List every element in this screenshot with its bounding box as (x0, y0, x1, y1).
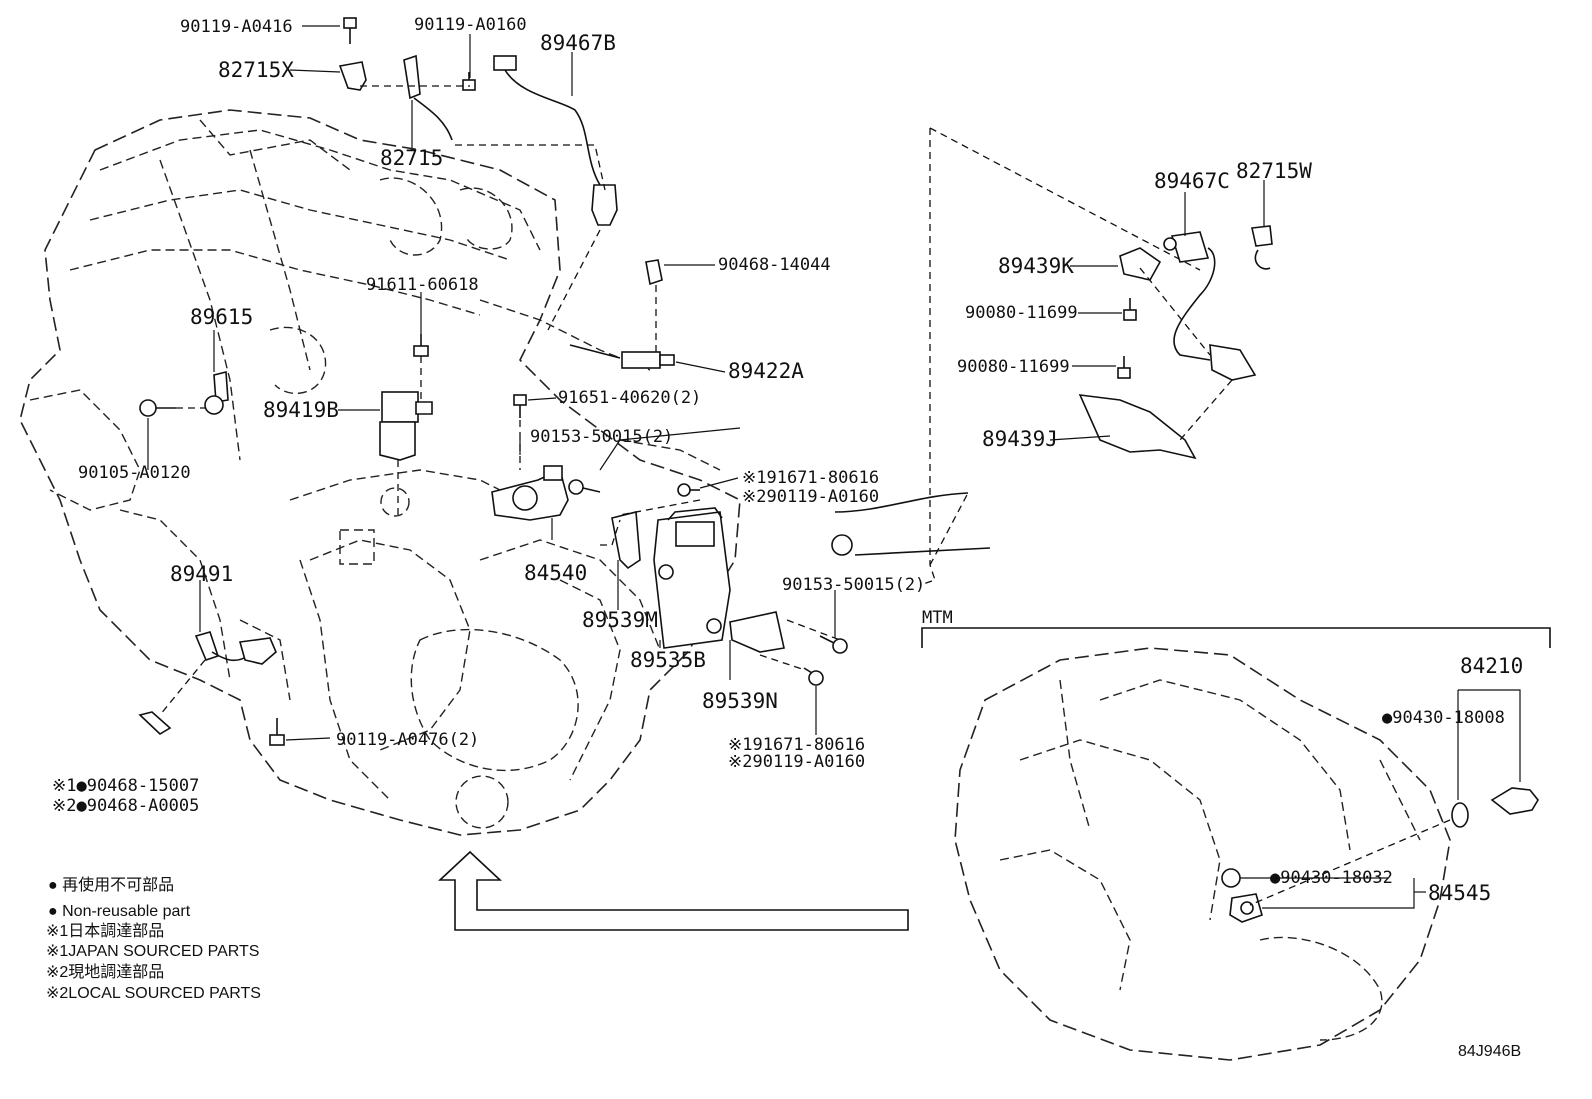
bolt-icon (513, 394, 527, 418)
speed-sensor-icon (194, 631, 277, 665)
bracket-icon (611, 510, 641, 570)
label-89439K: 89439K (998, 254, 1074, 278)
label-90119-A0160: ※290119-A0160 (742, 487, 879, 507)
label-90468-14044: 90468-14044 (718, 255, 831, 275)
bolt-icon (1117, 356, 1131, 379)
gasket-icon (1451, 802, 1469, 828)
bolt-icon (343, 17, 357, 44)
label-89467C: 89467C (1154, 169, 1230, 193)
legend-line: ● Non-reusable part (48, 903, 191, 920)
label-90080-11699: 90080-11699 (957, 357, 1070, 377)
label-89419B: 89419B (263, 398, 339, 422)
clip-icon (138, 711, 172, 735)
plug-icon (1490, 787, 1539, 815)
bolt-icon (269, 718, 285, 746)
drain-plug-icon (1229, 893, 1263, 923)
bolt-icon (803, 667, 824, 686)
legend-line: ※2LOCAL SOURCED PARTS (46, 985, 261, 1002)
label-91671-80616: ※191671-80616 (742, 468, 879, 488)
label-89439J: 89439J (982, 427, 1058, 451)
bolt-icon (568, 479, 601, 495)
clip-icon (403, 54, 453, 141)
bracket-icon (1119, 247, 1162, 281)
label-90153-50015: 90153-50015(2) (530, 427, 673, 447)
label-82715W: 82715W (1236, 159, 1312, 183)
label-84545: 84545 (1428, 881, 1491, 905)
label-89422A: 89422A (728, 359, 804, 383)
neutral-switch-icon (491, 465, 569, 521)
bolt-icon (413, 334, 429, 357)
label-90153-50015: 90153-50015(2) (782, 575, 925, 595)
diagram-code: 84J946B (1458, 1043, 1521, 1060)
oxygen-sensor-icon (1163, 231, 1257, 381)
label-89539N: 89539N (702, 689, 778, 713)
legend-line: ※1JAPAN SOURCED PARTS (46, 943, 259, 960)
label-91651-40620: 91651-40620(2) (558, 388, 701, 408)
direction-arrow (437, 850, 909, 931)
legend-line: ※1日本調達部品 (46, 922, 164, 940)
legend-line: ● 再使用不可部品 (48, 876, 174, 894)
bolt-icon (677, 483, 700, 497)
heat-insulator-icon (1078, 394, 1197, 460)
oxygen-sensor-icon (493, 55, 618, 226)
bolt-icon (139, 399, 176, 417)
clip-icon (1251, 225, 1273, 247)
label-90119-A0160: 90119-A0160 (414, 15, 527, 35)
label-89535B: 89535B (630, 648, 706, 672)
clip-icon (645, 259, 663, 286)
bracket-icon (338, 61, 367, 91)
label-90468-15007: ※1●90468-15007 (52, 776, 199, 796)
legend: ● 再使用不可部品 ● Non-reusable part ※1日本調達部品 ※… (46, 876, 261, 1002)
crank-sensor-icon (204, 370, 229, 415)
bolt-icon (1123, 298, 1137, 321)
ecu-icon (653, 507, 731, 649)
label-89539M: 89539M (582, 608, 658, 632)
label-90080-11699: 90080-11699 (965, 303, 1078, 323)
label-82715X: 82715X (218, 58, 294, 82)
engine-outline (19, 109, 741, 836)
label-91611-60618: 91611-60618 (366, 275, 479, 295)
transmission-outline (954, 647, 1451, 1061)
part-number-labels: 90119-A0416 90119-A0160 89467B 82715X 82… (52, 15, 1523, 905)
leader-lines (147, 25, 1521, 909)
bolt-icon (462, 72, 476, 91)
label-90119-A0160: ※290119-A0160 (728, 752, 865, 772)
label-84210: 84210 (1460, 654, 1523, 678)
label-90119-A0476: 90119-A0476(2) (336, 730, 479, 750)
label-90468-A0005: ※2●90468-A0005 (52, 796, 199, 816)
knock-sensor-icon (569, 344, 675, 369)
label-82715: 82715 (380, 146, 443, 170)
cam-position-sensor-icon (379, 391, 433, 461)
label-91671-80616: ※191671-80616 (728, 735, 865, 755)
bracket-icon (729, 611, 785, 653)
gasket-icon (1221, 868, 1241, 888)
label-90105-A0120: 90105-A0120 (78, 463, 191, 483)
label-89491: 89491 (170, 562, 233, 586)
bolt-icon (819, 635, 848, 654)
label-89615: 89615 (190, 305, 253, 329)
label-84540: 84540 (524, 561, 587, 585)
label-90430-18008: ●90430-18008 (1382, 708, 1505, 728)
label-90430-18032: ●90430-18032 (1270, 868, 1393, 888)
label-89467B: 89467B (540, 31, 616, 55)
label-mtm: MTM (922, 608, 953, 628)
label-90119-A0416: 90119-A0416 (180, 17, 293, 37)
legend-line: ※2現地調達部品 (46, 963, 164, 981)
